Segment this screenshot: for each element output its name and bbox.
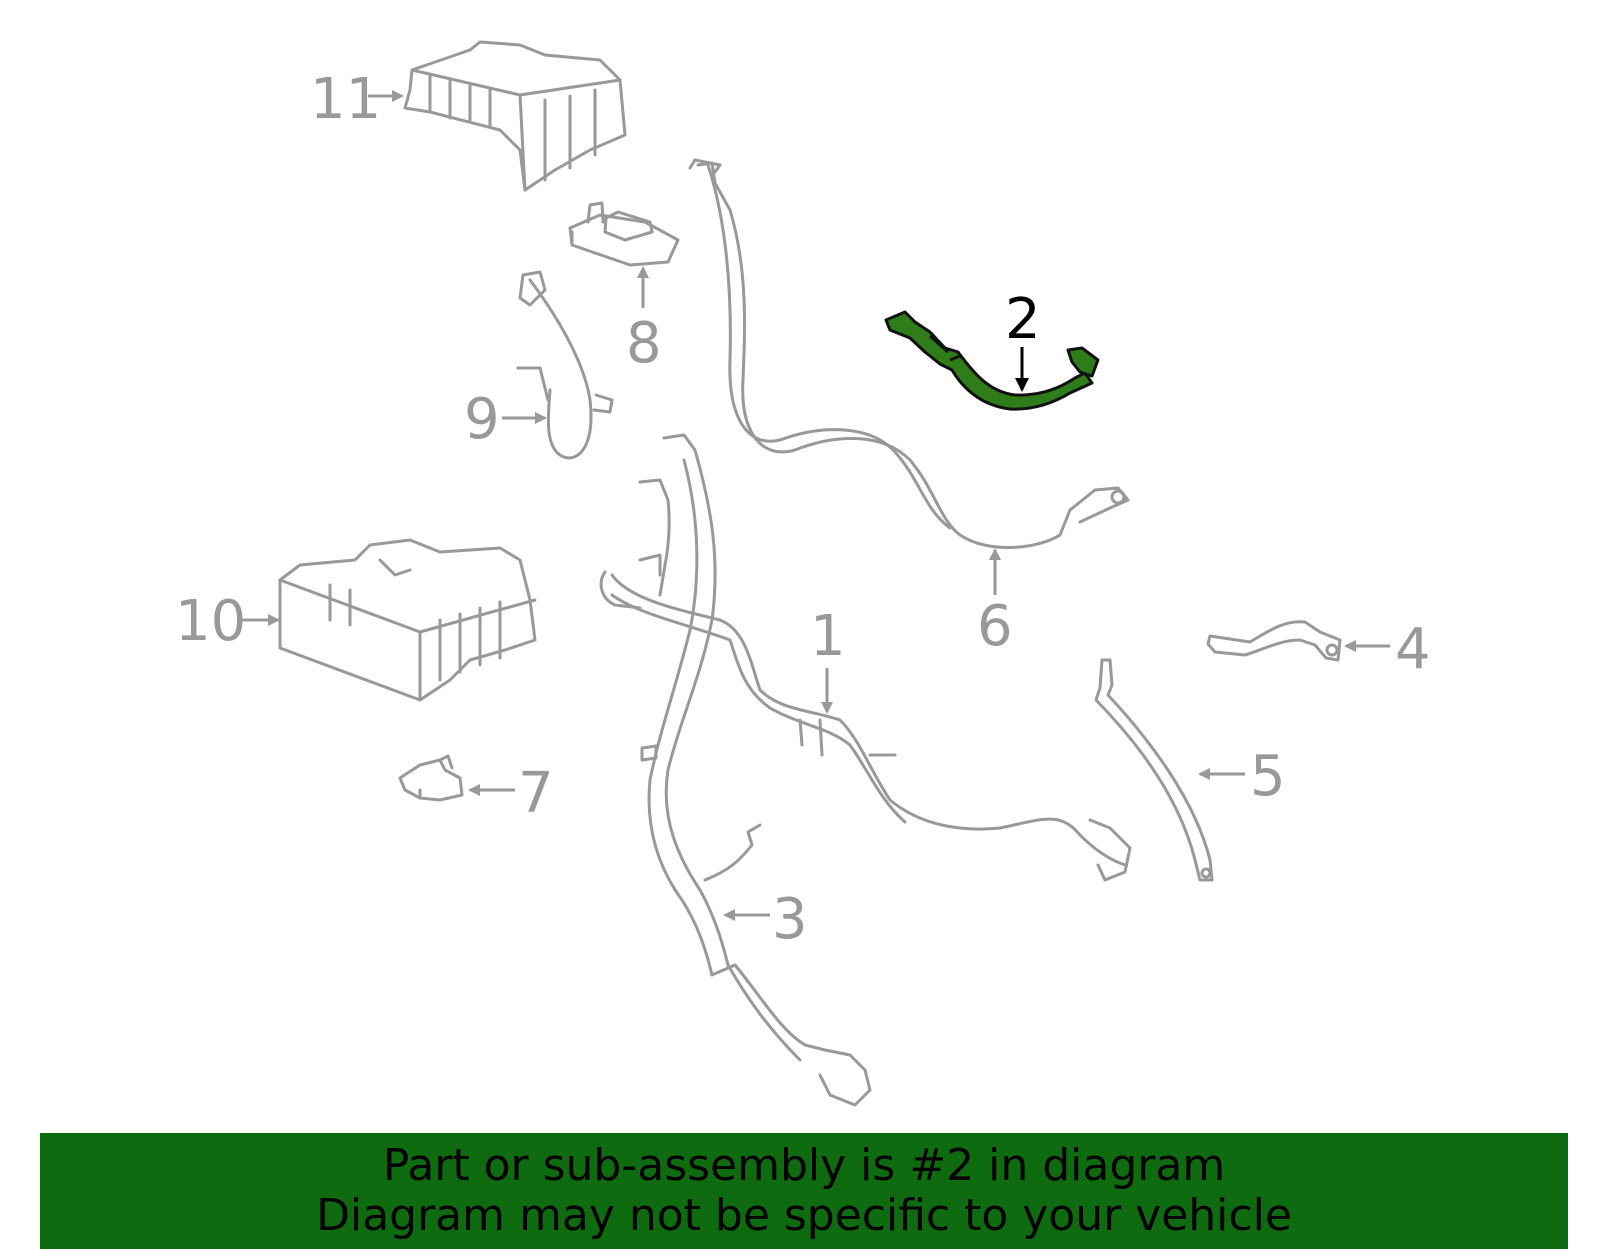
callout-11[interactable]: 11 xyxy=(310,67,381,132)
callout-5[interactable]: 5 xyxy=(1250,744,1286,809)
banner-line-2: Diagram may not be specific to your vehi… xyxy=(316,1190,1292,1241)
callout-6[interactable]: 6 xyxy=(977,594,1013,659)
part-3-harness[interactable] xyxy=(640,433,872,1107)
callout-10[interactable]: 10 xyxy=(175,589,246,654)
part-5-cable[interactable] xyxy=(1094,658,1214,882)
callout-3[interactable]: 3 xyxy=(772,887,808,952)
part-7-connector[interactable] xyxy=(398,754,464,802)
banner-line-1: Part or sub-assembly is #2 in diagram xyxy=(382,1140,1226,1191)
part-1-harness[interactable] xyxy=(599,478,1132,882)
callout-2[interactable]: 2 xyxy=(1005,287,1041,352)
part-8-module[interactable] xyxy=(568,201,680,267)
part-9-cable[interactable] xyxy=(516,270,614,460)
part-4-strap[interactable] xyxy=(1206,620,1342,662)
part-2-cable-highlighted[interactable] xyxy=(884,310,1100,411)
part-10-fuse-block[interactable] xyxy=(278,538,537,702)
info-banner: Part or sub-assembly is #2 in diagram Di… xyxy=(40,1133,1568,1249)
callout-1[interactable]: 1 xyxy=(810,604,846,669)
part-11-fuse-cover[interactable] xyxy=(403,40,627,192)
callout-9[interactable]: 9 xyxy=(464,387,500,452)
callout-arrows xyxy=(240,90,1390,921)
callout-7[interactable]: 7 xyxy=(518,761,554,826)
callout-4[interactable]: 4 xyxy=(1395,617,1431,682)
callout-8[interactable]: 8 xyxy=(626,311,662,376)
part-6-cable[interactable] xyxy=(688,158,1130,550)
callout-labels: 11 8 9 10 7 6 1 4 5 3 2 xyxy=(175,67,1431,952)
